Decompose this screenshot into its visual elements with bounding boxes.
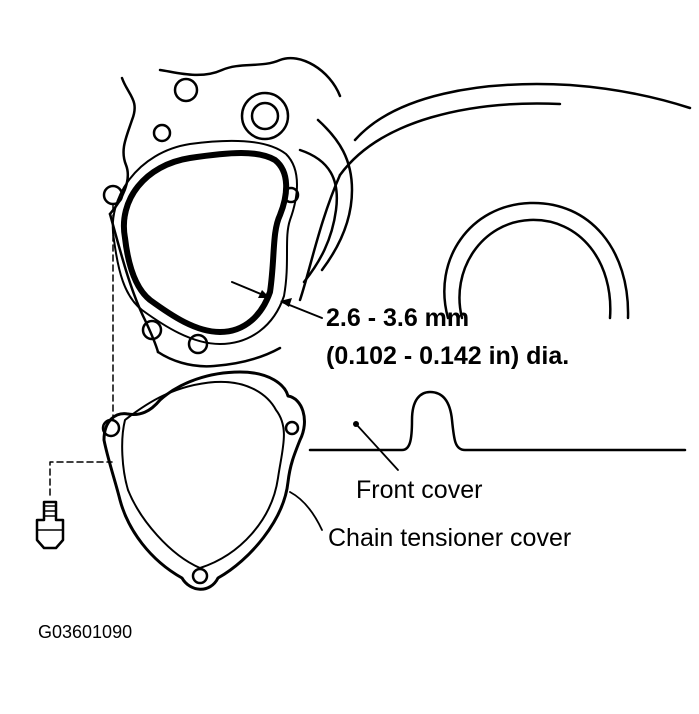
timing-housing-arc-left: [298, 173, 342, 302]
bolt-alignment-horizontal: [49, 461, 113, 496]
block-boss-inner: [250, 101, 280, 131]
chain-tensioner-leader: [289, 491, 323, 531]
front-cover-label: Front cover: [356, 476, 483, 504]
timing-housing-arc-inner: [338, 102, 562, 177]
bead-arrow-right: [280, 298, 292, 307]
block-hole: [141, 319, 163, 341]
block-hole: [187, 333, 209, 355]
block-hole: [173, 77, 199, 103]
sealant-groove: [111, 139, 298, 345]
block-boss-outer: [240, 91, 290, 141]
chain-tensioner-cover-inner: [121, 380, 285, 569]
block-hole: [152, 123, 172, 143]
bead-size-in-label: (0.102 - 0.142 in) dia.: [326, 342, 570, 370]
crank-seal-outer: [443, 201, 630, 320]
engine-block-upper-edge: [158, 56, 342, 98]
sealant-bead: [120, 150, 290, 335]
front-cover-leader: [355, 423, 399, 471]
engine-block-inner-edge-2: [316, 118, 354, 272]
front-cover-edge: [308, 390, 687, 452]
engine-block-lower-edge: [156, 346, 282, 368]
bead-arrow-left: [258, 290, 270, 298]
timing-housing-arc-outer: [353, 82, 692, 142]
cover-bolt-hole: [191, 567, 209, 585]
crank-seal-inner: [458, 218, 612, 320]
chain-tensioner-cover-outline: [102, 370, 306, 591]
bolt-icon: [35, 500, 65, 550]
cover-bolt-hole: [101, 418, 121, 438]
figure-code: G03601090: [38, 622, 133, 642]
engine-block-outline: [108, 76, 136, 216]
cover-bolt-hole: [284, 420, 300, 436]
bead-size-mm-label: 2.6 - 3.6 mm: [326, 304, 470, 332]
engine-block-inner-edge: [298, 148, 339, 284]
block-hole: [102, 184, 124, 206]
chain-tensioner-cover-label: Chain tensioner cover: [328, 524, 572, 552]
engine-block-left-lower: [108, 212, 160, 354]
